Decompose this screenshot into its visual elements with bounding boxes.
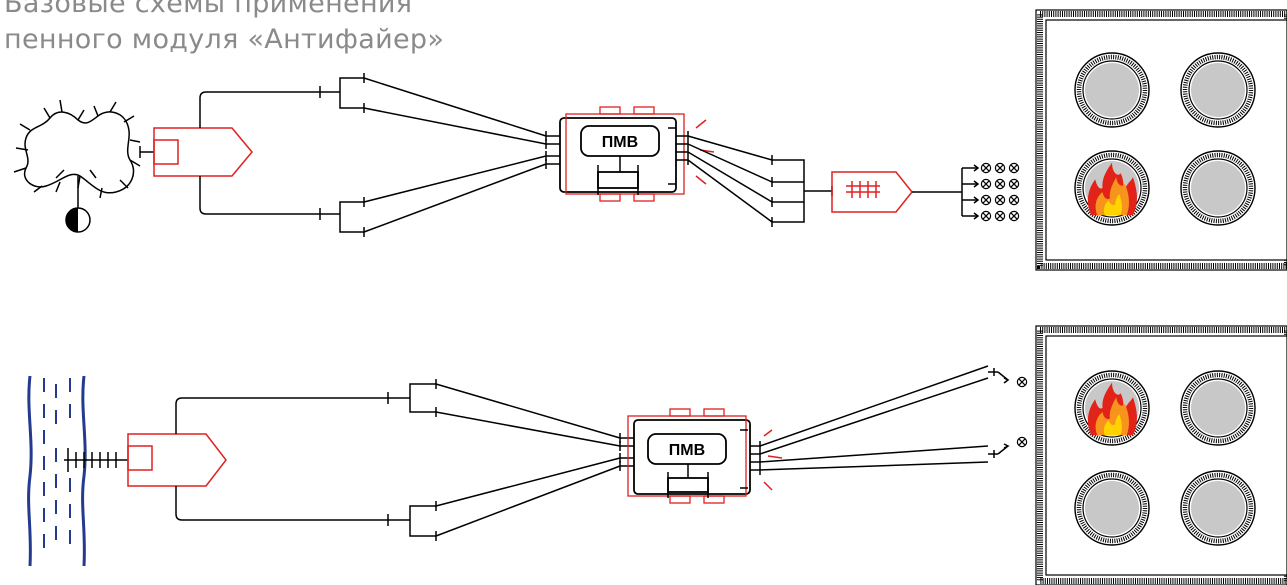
water-source-icon	[27, 375, 87, 567]
tank-icon	[1181, 151, 1255, 225]
tank-icon	[1181, 371, 1255, 445]
tank-farm-bottom	[1035, 325, 1287, 585]
tank-farm-top	[1035, 9, 1287, 271]
terrain-icon	[13, 99, 141, 208]
nozzle-icon	[980, 162, 1020, 222]
scheme-top: ПМВ	[13, 73, 980, 237]
foam-module-icon	[627, 408, 751, 504]
foam-module-icon	[559, 106, 685, 202]
nozzle-icon	[1016, 376, 1028, 448]
tank-icon	[1075, 471, 1149, 545]
fire-icon	[1075, 151, 1149, 225]
title-line-1: Базовые схемы применения	[4, 0, 413, 19]
fire-truck-icon	[153, 127, 253, 177]
scheme-bottom: ПМВ	[27, 365, 1010, 567]
page-title: Базовые схемы применения пенного модуля …	[4, 0, 444, 58]
fire-truck-icon	[127, 433, 227, 487]
title-line-2: пенного модуля «Антифайер»	[4, 24, 445, 55]
module-label-top: ПМВ	[602, 134, 638, 151]
fire-icon	[1075, 371, 1149, 445]
hydrant-icon	[65, 207, 91, 233]
module-label-bottom: ПМВ	[669, 442, 705, 459]
tank-icon	[1181, 471, 1255, 545]
tank-icon	[1181, 53, 1255, 127]
tanker-icon	[831, 171, 913, 213]
tank-icon	[1075, 53, 1149, 127]
